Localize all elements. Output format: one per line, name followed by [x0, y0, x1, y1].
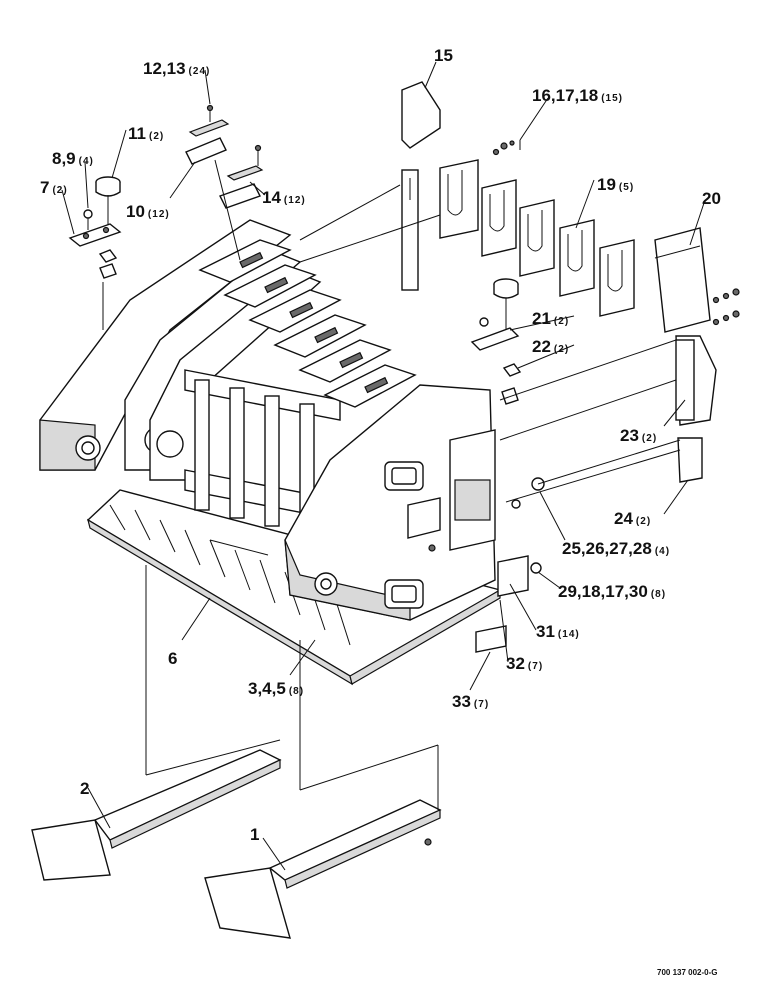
callout-14: 14(12): [262, 188, 306, 207]
callout-15: 15: [434, 46, 453, 65]
callout-7: 7(2): [40, 178, 68, 197]
callout-33: 33(7): [452, 692, 489, 711]
callout-16-17-18: 16,17,18(15): [532, 86, 623, 105]
callout-3-4-5: 3,4,5(8): [248, 679, 304, 698]
callout-12-13: 12,13(24): [143, 59, 210, 78]
callout-29-18-17-30: 29,18,17,30(8): [558, 582, 666, 601]
drawing-number: 700 137 002-0-G: [657, 968, 718, 977]
right-upper-plates: [401, 81, 740, 333]
callout-25-26-27-28: 25,26,27,28(4): [562, 539, 670, 558]
knife-holders: [198, 239, 417, 408]
callout-21: 21(2): [532, 309, 569, 328]
guide-shield-2: [31, 749, 282, 881]
callout-11: 11(2): [128, 124, 164, 143]
lower-right-hardware: [475, 477, 545, 653]
callout-6: 6: [168, 649, 177, 668]
callout-1: 1: [250, 825, 259, 844]
callout-10: 10(12): [126, 202, 170, 221]
frame-side-plate-right: [284, 384, 496, 621]
guide-shield-1: [204, 799, 442, 939]
callout-19: 19(5): [597, 175, 634, 194]
left-hardware: [68, 104, 264, 330]
frame-center-plates: [124, 249, 322, 481]
callout-2: 2: [80, 779, 89, 798]
right-side-brackets: [675, 335, 717, 483]
center-hardware: [470, 278, 522, 405]
callout-labels: 12,13(24) 15 16,17,18(15) 11(2) 8,9(4) 1…: [40, 46, 721, 844]
callout-22: 22(2): [532, 337, 569, 356]
callout-32: 32(7): [506, 654, 543, 673]
frame-side-plate-left: [39, 219, 292, 471]
callout-8-9: 8,9(4): [52, 149, 94, 168]
callout-24: 24(2): [614, 509, 651, 528]
leader-lines: [61, 61, 706, 871]
callout-31: 31(14): [536, 622, 580, 641]
callout-20: 20: [702, 189, 721, 208]
callout-23: 23(2): [620, 426, 657, 445]
